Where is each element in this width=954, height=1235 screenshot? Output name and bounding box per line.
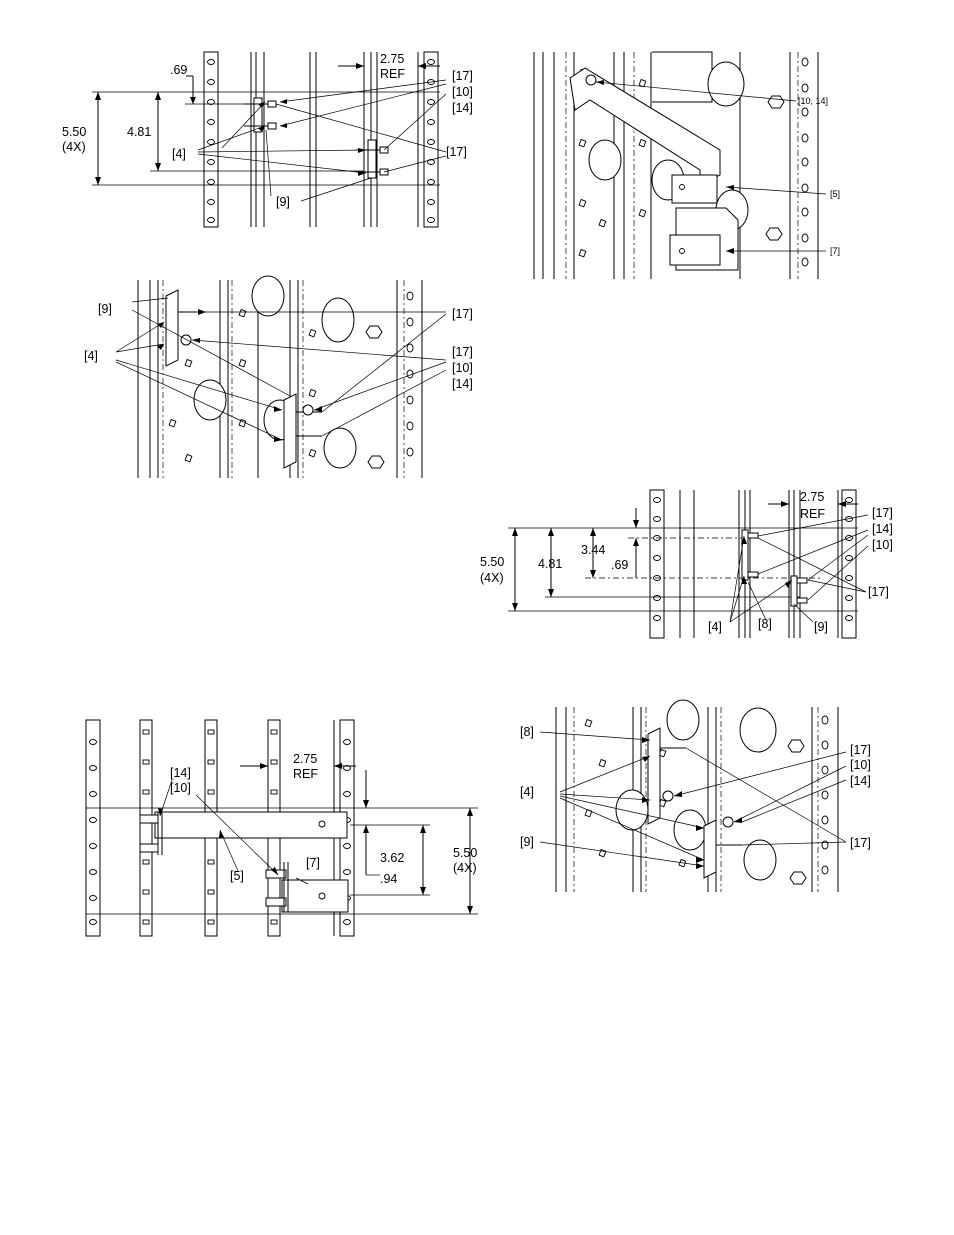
- dim-label: (4X): [453, 861, 477, 875]
- callout-label: [17]: [850, 743, 871, 757]
- hex-nut: [788, 740, 804, 752]
- dim-label: 5.50: [62, 125, 86, 139]
- callout-label: [17]: [872, 506, 893, 520]
- callout-label: [14]: [452, 377, 473, 391]
- leaders-figure-1: [198, 80, 446, 201]
- callout-label: [10, 14]: [798, 96, 828, 106]
- callout-label: [8]: [520, 725, 534, 739]
- bracket-part-5: [140, 812, 347, 855]
- callout-label: [4]: [708, 620, 722, 634]
- callout-label: [9]: [98, 302, 112, 316]
- callout-label: [4]: [520, 785, 534, 799]
- callout-label: [17]: [446, 145, 467, 159]
- figure-front-view-bottom-left: 2.75 REF 3.62 .94 5.50 (4X) [14] [10] [5…: [86, 720, 478, 936]
- callout-label: [17]: [452, 69, 473, 83]
- bracket-part-8: [648, 728, 686, 824]
- figure-isometric-middle-left: [9] [17] [4] [17] [10] [14]: [84, 276, 473, 478]
- dim-label: 3.62: [380, 851, 404, 865]
- dim-label: .69: [170, 63, 187, 77]
- bracket-part-9: [704, 817, 742, 878]
- figure-isometric-bottom-right: [8] [4] [9] [17] [10] [14] [17]: [520, 700, 871, 892]
- callout-label: [5]: [830, 189, 840, 199]
- bracket-part-7: [670, 208, 738, 270]
- callout-label: [10]: [452, 361, 473, 375]
- callout-label: [17]: [452, 307, 473, 321]
- callout-label: [9]: [814, 620, 828, 634]
- callout-label: [9]: [276, 195, 290, 209]
- dim-label: 2.75: [800, 490, 824, 504]
- callout-label: [14]: [170, 766, 191, 780]
- callout-label: [10]: [452, 85, 473, 99]
- dim-label: REF: [800, 507, 825, 521]
- dim-label: (4X): [62, 140, 86, 154]
- dim-label: 5.50: [453, 846, 477, 860]
- hex-nut: [766, 228, 782, 240]
- dim-label: REF: [293, 767, 318, 781]
- callout-label: [17]: [868, 585, 889, 599]
- callout-label: [14]: [452, 101, 473, 115]
- hex-nut: [768, 96, 784, 108]
- callout-label: [17]: [850, 836, 871, 850]
- bracket-lower: [791, 576, 807, 606]
- bracket-part-9-upper: [166, 290, 206, 366]
- callout-label: [4]: [172, 147, 186, 161]
- callout-label: [7]: [306, 856, 320, 870]
- dim-label: 5.50: [480, 555, 504, 569]
- hex-nut: [368, 456, 384, 468]
- callout-label: [4]: [84, 349, 98, 363]
- bolt-head: [586, 75, 596, 85]
- callout-label: [10]: [850, 758, 871, 772]
- callout-label: [9]: [520, 835, 534, 849]
- perforated-column: [140, 720, 152, 936]
- callout-label: [5]: [230, 869, 244, 883]
- callout-label: [7]: [830, 246, 840, 256]
- figure-front-view-top: .69 5.50 (4X) 4.81 2.75 REF [17] [10] [1…: [62, 52, 473, 227]
- figure-front-view-middle-right: 2.75 REF 5.50 (4X) 4.81 3.44 .69 [17] [1…: [480, 490, 893, 638]
- bracket-left: [244, 98, 276, 132]
- callout-label: [17]: [452, 345, 473, 359]
- dim-label: 2.75: [380, 52, 404, 66]
- hex-nut: [366, 326, 382, 338]
- dim-label: 2.75: [293, 752, 317, 766]
- callout-label: [14]: [850, 774, 871, 788]
- dim-label: REF: [380, 67, 405, 81]
- callout-label: [10]: [872, 538, 893, 552]
- hex-nut: [790, 872, 806, 884]
- dim-label: 4.81: [538, 557, 562, 571]
- dim-label: 3.44: [581, 543, 605, 557]
- callout-label: [8]: [758, 617, 772, 631]
- dim-label: .69: [611, 558, 628, 572]
- figure-isometric-top-right: [10, 14] [5] [7]: [534, 52, 840, 279]
- callout-label: [14]: [872, 522, 893, 536]
- callout-label: [10]: [170, 781, 191, 795]
- dim-label: (4X): [480, 571, 504, 585]
- upright-post-left: [86, 720, 100, 936]
- dim-label: 4.81: [127, 125, 151, 139]
- dim-label: .94: [380, 872, 397, 886]
